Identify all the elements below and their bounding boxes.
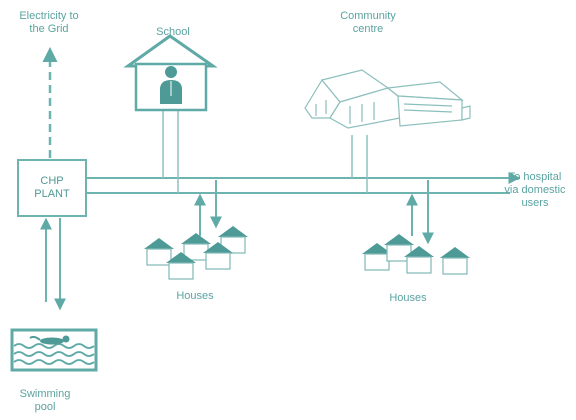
- community-centre-building-icon: [304, 69, 471, 129]
- chp-plant-label: CHP PLANT: [34, 175, 70, 200]
- houses-left-group: [143, 225, 249, 280]
- houses-right-group: [361, 233, 471, 275]
- house-icon: [439, 246, 471, 275]
- chp-plant-box: [17, 159, 87, 217]
- swimming-pool-label: Swimming pool: [19, 388, 71, 413]
- houses-left-label: Houses: [176, 290, 214, 302]
- school-label: School: [156, 26, 190, 38]
- houses-right-label: Houses: [389, 292, 427, 304]
- electricity-label: Electricity to the Grid: [19, 10, 79, 35]
- swimmer-icon: [10, 328, 98, 372]
- teacher-in-house-icon: [123, 34, 218, 112]
- community-centre-label: Community centre: [340, 10, 396, 35]
- hospital-label: To hospital via domestic users: [504, 171, 566, 209]
